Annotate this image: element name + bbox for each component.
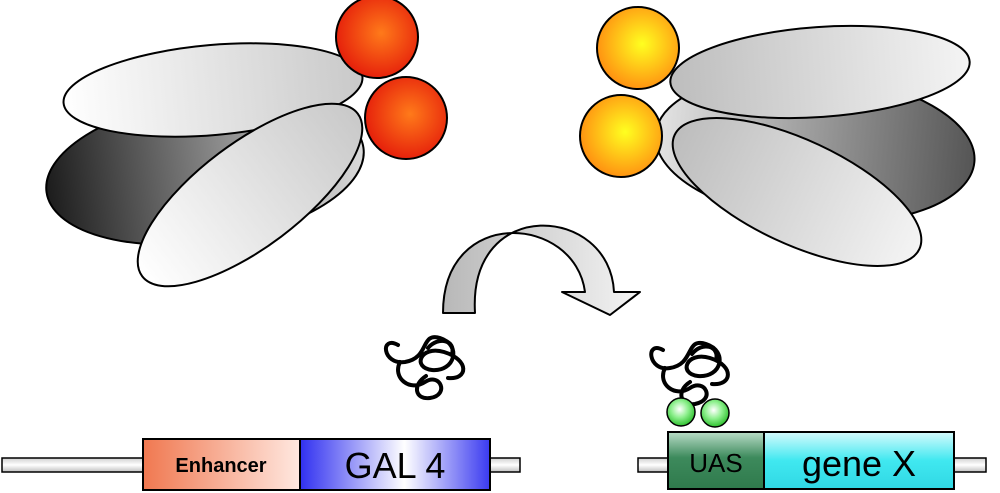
gene-x-label: gene X: [802, 443, 916, 484]
gal4-box: [299, 438, 491, 491]
responder-construct: UAS gene X: [637, 431, 987, 490]
binding-site-icon: [700, 398, 730, 428]
fly-red-eyes: [45, 0, 448, 288]
enhancer-label: Enhancer: [175, 455, 266, 477]
cross-arrow-icon: [442, 224, 641, 316]
gal4-protein-bound-icon: [649, 340, 730, 407]
fly-orange-eyes: [579, 6, 976, 268]
uas-label: UAS: [689, 448, 742, 478]
gene-x-box: [763, 431, 955, 490]
eye-icon: [579, 94, 663, 178]
fly-wing-upper: [669, 24, 971, 120]
gal4-protein-icon: [383, 335, 466, 401]
eye-icon: [364, 76, 448, 160]
gal4-label: GAL 4: [345, 445, 446, 486]
driver-construct: Enhancer GAL 4: [1, 438, 521, 491]
fly-wing-lower: [136, 102, 364, 288]
eye-icon: [596, 6, 680, 90]
fly-wing-lower: [671, 116, 923, 268]
binding-site-icon: [666, 397, 696, 427]
eye-icon: [335, 0, 419, 79]
